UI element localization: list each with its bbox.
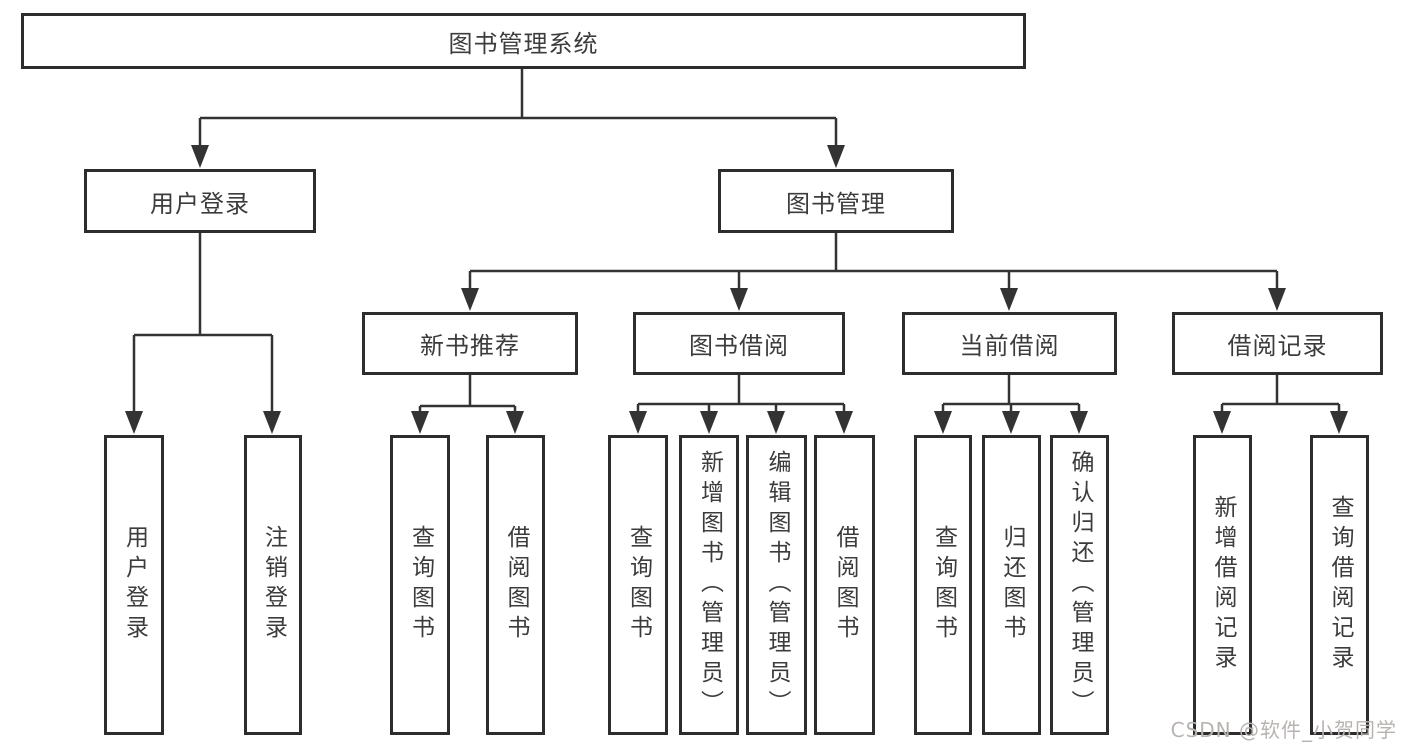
connector-new-book-recommend-to-leaves	[418, 375, 517, 416]
leaf-add-borrow-record: 新增借阅记录	[1193, 435, 1252, 735]
arrowhead	[767, 411, 785, 434]
arrowhead	[411, 411, 429, 434]
arrowhead	[1213, 411, 1231, 434]
leaf-user-login: 用户登录	[104, 435, 164, 735]
arrowhead	[827, 145, 845, 168]
arrowhead	[506, 411, 524, 434]
node-label: 图书借阅	[689, 332, 789, 360]
node-new-book-recommend: 新书推荐	[362, 312, 578, 375]
arrowhead	[934, 411, 952, 434]
arrowhead	[1268, 288, 1286, 311]
leaf-query-borrow-record: 查询借阅记录	[1310, 435, 1369, 735]
leaf-label: 查询图书	[625, 525, 652, 645]
leaf-label: 归还图书	[999, 525, 1025, 645]
node-borrow-records: 借阅记录	[1172, 312, 1383, 375]
csdn-watermark: CSDN @软件_小贺同学	[1170, 718, 1397, 742]
leaf-label: 编辑图书（管理员）	[764, 450, 790, 720]
node-label: 借阅记录	[1227, 332, 1328, 360]
arrowhead	[191, 145, 209, 168]
node-label: 用户登录	[150, 189, 250, 218]
arrowhead	[629, 411, 647, 434]
connector-book-management-to-level3	[468, 233, 1279, 291]
arrowhead	[730, 288, 748, 311]
leaf-query-books-borrow: 查询图书	[608, 435, 668, 735]
leaf-confirm-return-admin: 确认归还（管理员）	[1050, 435, 1109, 735]
node-label: 新书推荐	[420, 332, 520, 360]
connector-root-to-level2	[198, 67, 838, 148]
leaf-label: 借阅图书	[503, 525, 529, 645]
leaf-label: 注销登录	[260, 525, 287, 645]
node-user-login: 用户登录	[84, 169, 316, 233]
arrowhead	[1000, 288, 1018, 311]
connector-borrow-records-to-leaves	[1220, 375, 1341, 414]
leaf-label: 新增图书（管理员）	[696, 450, 723, 720]
leaf-add-books-admin: 新增图书（管理员）	[679, 435, 739, 735]
node-library-management-system: 图书管理系统	[21, 13, 1026, 69]
node-label: 图书管理	[786, 189, 886, 218]
node-current-borrow: 当前借阅	[902, 312, 1117, 375]
leaf-query-books-current: 查询图书	[914, 435, 972, 735]
arrowhead	[1002, 411, 1020, 434]
connector-book-borrow-to-leaves	[636, 375, 846, 414]
leaf-label: 查询图书	[930, 525, 957, 645]
leaf-edit-books-admin: 编辑图书（管理员）	[746, 435, 807, 735]
leaf-borrow-books: 借阅图书	[814, 435, 875, 735]
connector-current-borrow-to-leaves	[941, 375, 1081, 414]
node-book-management: 图书管理	[718, 169, 954, 233]
leaf-return-books: 归还图书	[982, 435, 1041, 735]
arrowhead	[700, 411, 718, 434]
leaf-label: 确认归还（管理员）	[1067, 450, 1093, 720]
leaf-label: 借阅图书	[832, 525, 858, 645]
leaf-label: 查询图书	[407, 525, 434, 645]
leaf-label: 新增借阅记录	[1210, 495, 1236, 675]
leaf-logout: 注销登录	[244, 435, 302, 735]
leaf-borrow-books-recommend: 借阅图书	[486, 435, 545, 735]
leaf-query-books-recommend: 查询图书	[390, 435, 450, 735]
arrowhead	[835, 411, 853, 434]
connector-user-login-to-leaves	[132, 233, 274, 414]
arrowhead	[125, 411, 143, 434]
arrowhead	[263, 411, 281, 434]
node-label: 当前借阅	[959, 332, 1060, 360]
node-label: 图书管理系统	[448, 29, 599, 58]
arrowhead	[1070, 411, 1088, 434]
arrowhead	[461, 288, 479, 311]
leaf-label: 用户登录	[121, 525, 148, 645]
node-book-borrow: 图书借阅	[633, 312, 845, 375]
arrowhead	[1330, 411, 1348, 434]
leaf-label: 查询借阅记录	[1327, 495, 1353, 675]
